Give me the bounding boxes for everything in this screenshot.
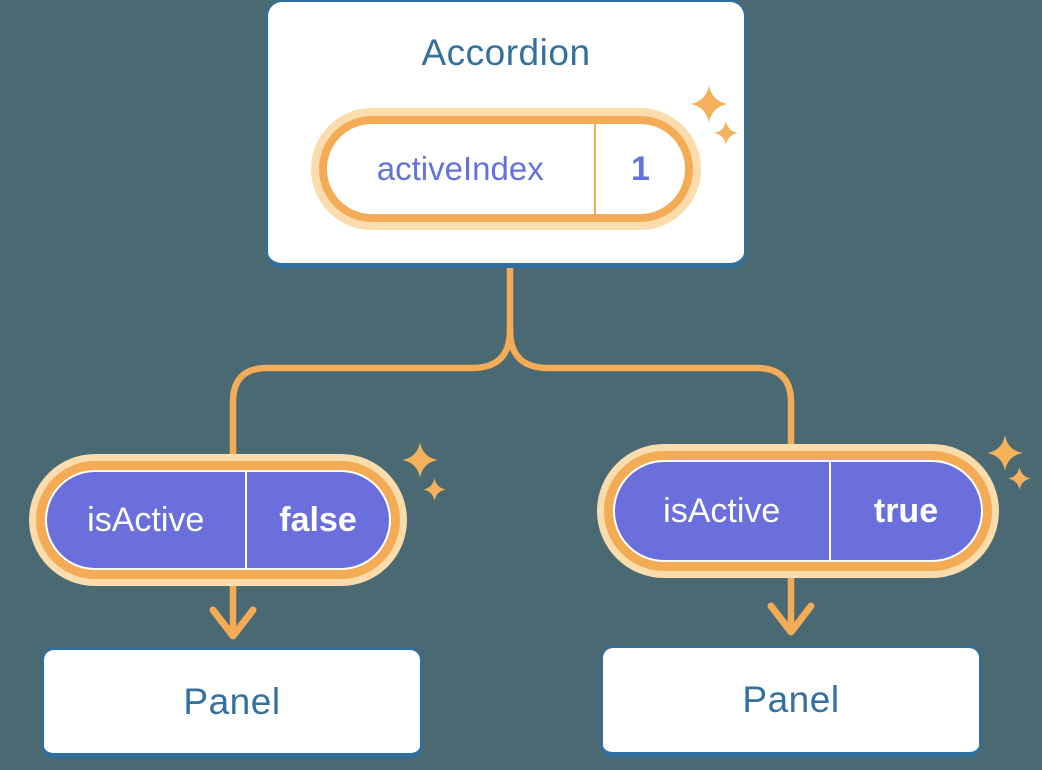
sparkle-icon bbox=[1008, 467, 1031, 490]
pill-divider bbox=[828, 462, 831, 560]
state-pill-activeindex: activeIndex 1 bbox=[319, 116, 693, 222]
panel-card-right: Panel bbox=[601, 646, 981, 757]
state-pill-label: activeIndex bbox=[376, 150, 544, 187]
accordion-title: Accordion bbox=[421, 32, 591, 73]
panel-title: Panel bbox=[742, 679, 840, 720]
state-pill-value: 1 bbox=[631, 149, 650, 188]
sparkle-icon bbox=[987, 435, 1023, 471]
left-arrow-down-icon bbox=[209, 606, 257, 640]
sparkle-icon bbox=[714, 121, 738, 145]
sparkle-icon bbox=[690, 85, 728, 123]
sparkle-icon bbox=[423, 478, 446, 501]
prop-pill-isactive-true: isActive true bbox=[613, 460, 983, 562]
sparkle-icon bbox=[402, 442, 438, 478]
pill-divider bbox=[593, 124, 596, 214]
prop-pill-label: isActive bbox=[87, 500, 205, 539]
prop-pill-value: true bbox=[873, 491, 939, 530]
left-branch-line bbox=[229, 326, 514, 469]
pill-divider bbox=[244, 472, 247, 568]
prop-pill-isactive-false: isActive false bbox=[45, 470, 391, 570]
prop-pill-value: false bbox=[279, 500, 357, 539]
accordion-card: Accordion activeIndex 1 bbox=[266, 0, 746, 268]
prop-pill-label: isActive bbox=[663, 491, 781, 530]
panel-card-left: Panel bbox=[42, 648, 422, 758]
panel-title: Panel bbox=[183, 680, 281, 722]
right-branch-line bbox=[506, 326, 795, 462]
right-arrow-down-icon bbox=[767, 602, 815, 636]
